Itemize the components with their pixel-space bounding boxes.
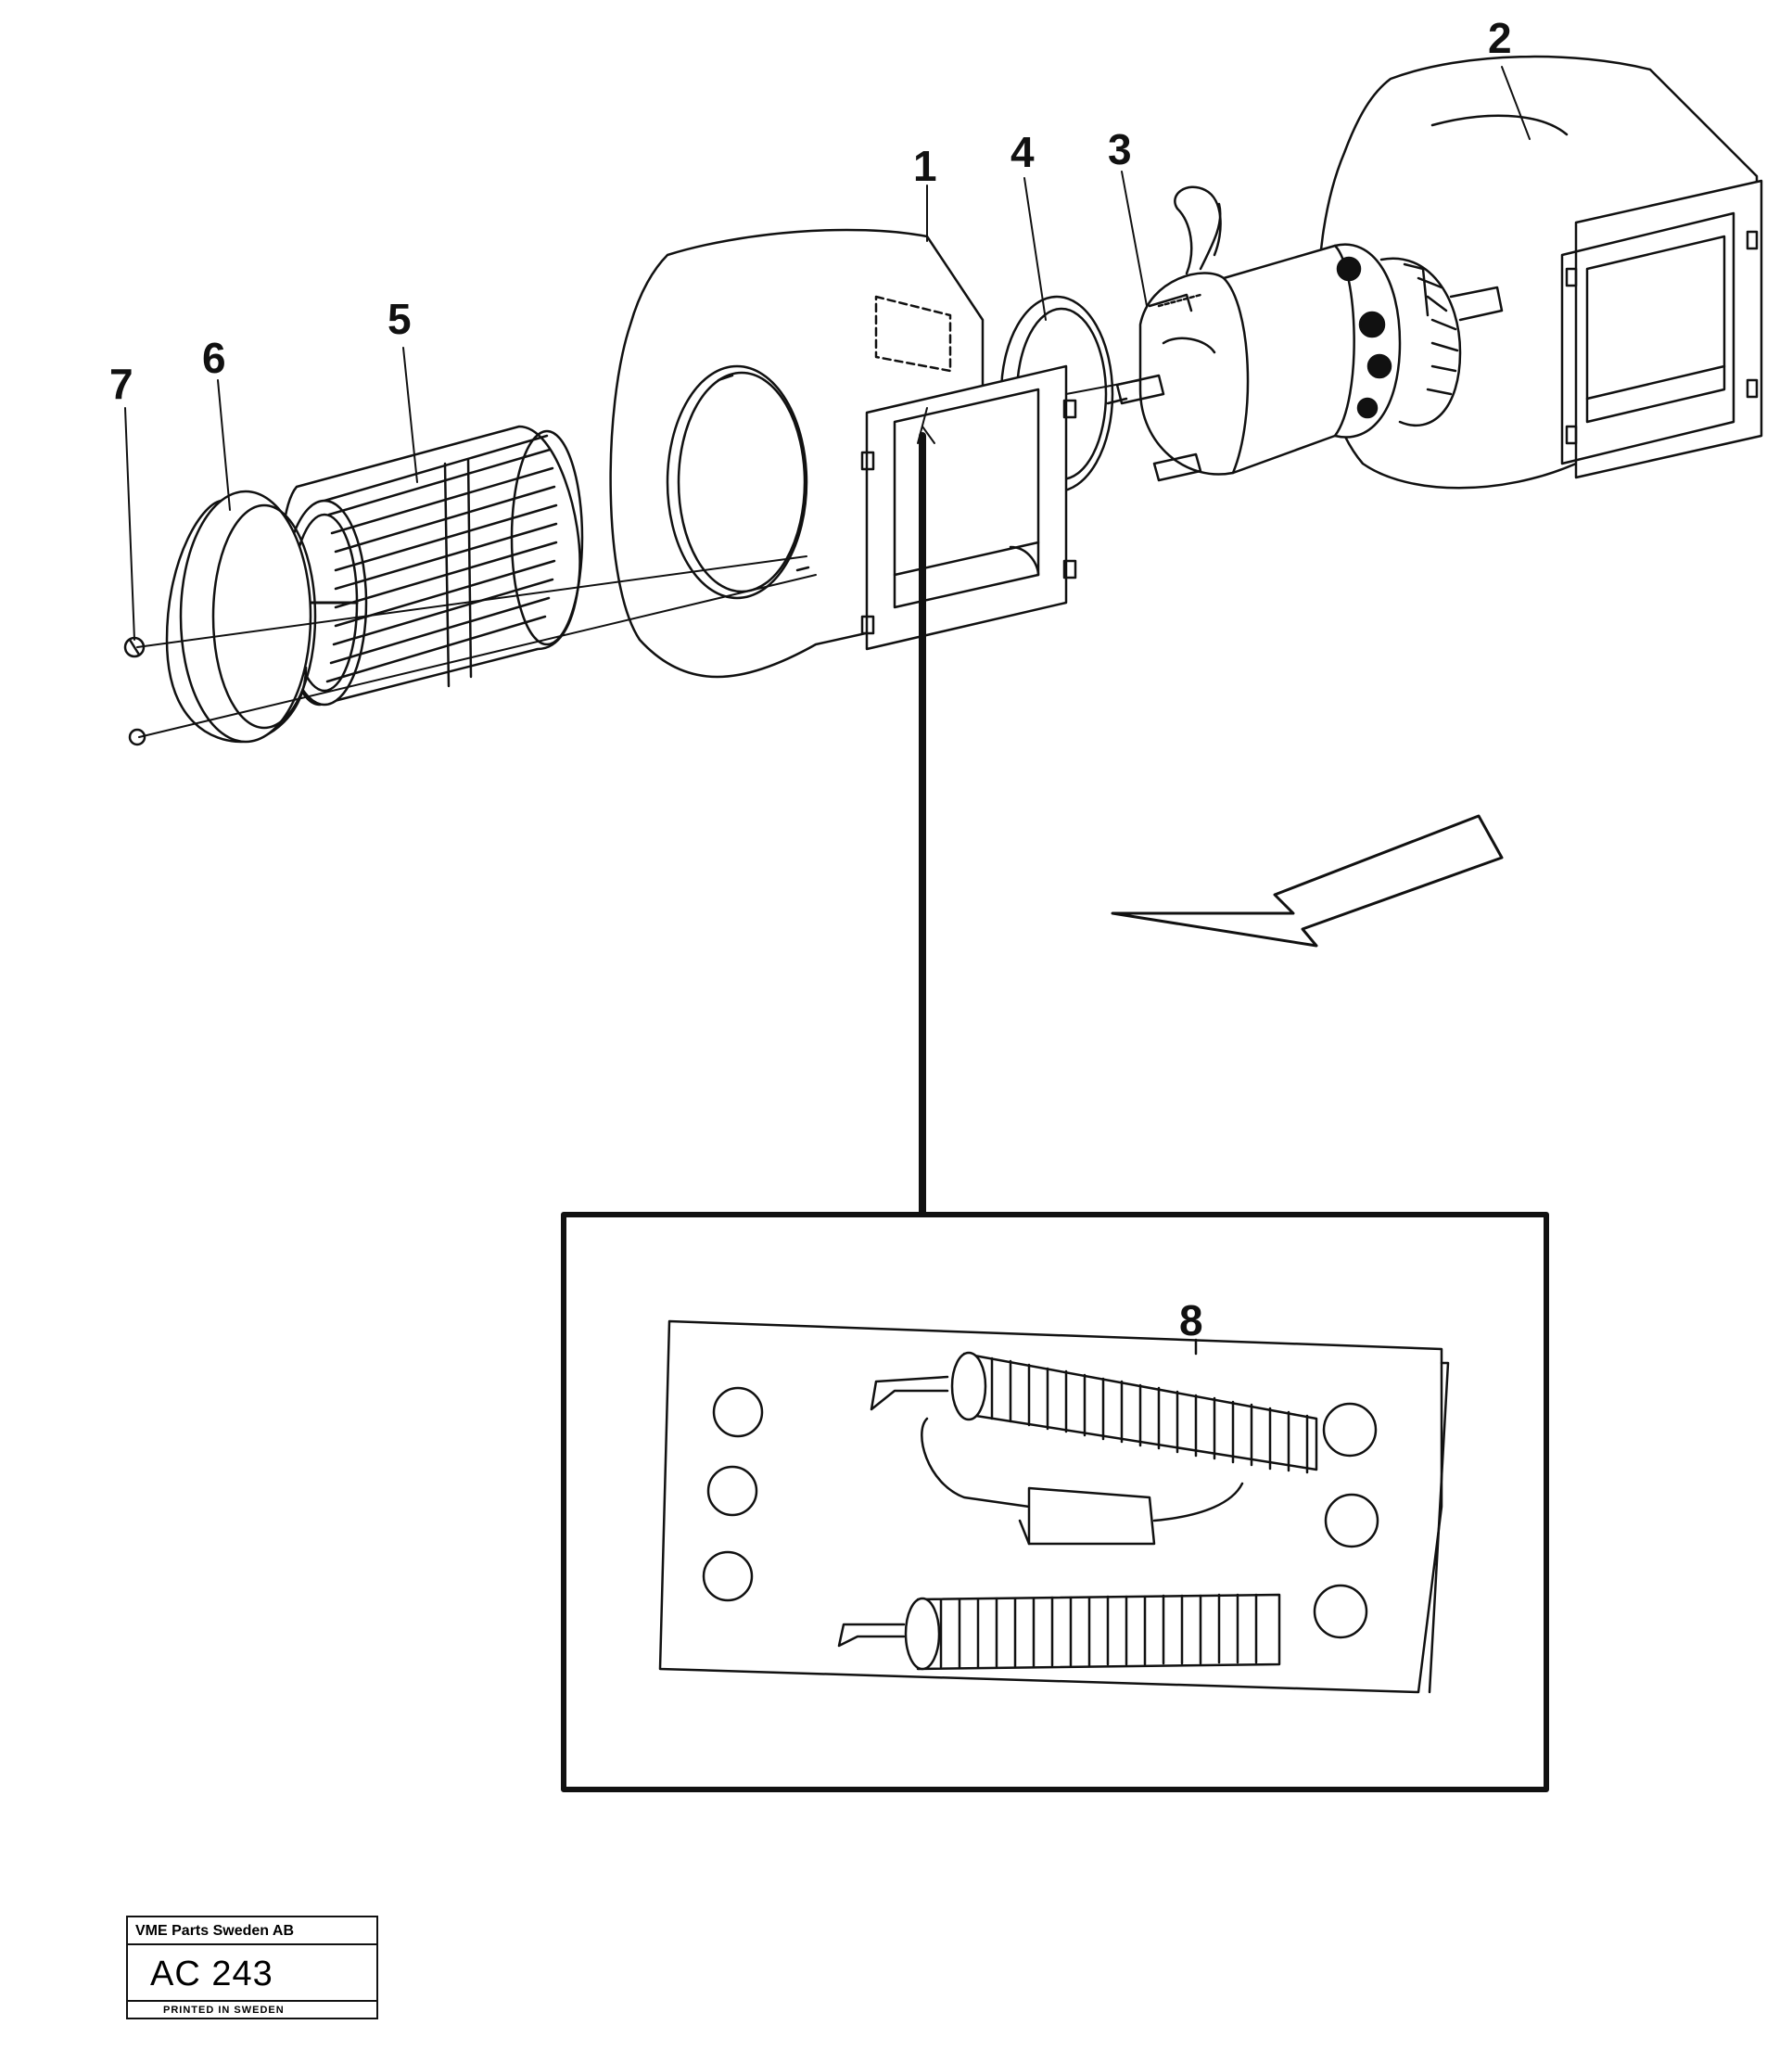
screw (123, 636, 146, 746)
callout-3: 3 (1108, 125, 1132, 173)
blower-housing-left (609, 228, 1077, 679)
title-stamp: VME Parts Sweden AB AC 243 PRINTED IN SW… (126, 1916, 378, 2019)
inlet-ring (165, 490, 317, 744)
callout-2: 2 (1488, 14, 1512, 62)
assembly-lines (136, 379, 1141, 1218)
stamp-code: AC 243 (128, 1945, 376, 2002)
thermal-fuse (921, 1417, 1244, 1546)
stamp-company: VME Parts Sweden AB (128, 1917, 376, 1945)
detail-inset (561, 1212, 1549, 1792)
callout-1: 1 (913, 142, 937, 190)
heating-coil-upper (870, 1351, 1318, 1474)
airflow-arrow (1111, 814, 1504, 948)
blower-housing-right (1316, 55, 1763, 490)
callout-8: 8 (1179, 1296, 1203, 1344)
fan-wheel (279, 425, 584, 707)
blower-motor (1115, 185, 1504, 482)
callout-7: 7 (109, 360, 133, 408)
callout-5: 5 (388, 295, 412, 343)
callout-leaders (124, 66, 1531, 641)
stamp-printed: PRINTED IN SWEDEN (163, 2005, 285, 2016)
callout-6: 6 (202, 334, 226, 382)
heating-coil-lower (837, 1593, 1281, 1671)
callout-4: 4 (1010, 128, 1035, 176)
